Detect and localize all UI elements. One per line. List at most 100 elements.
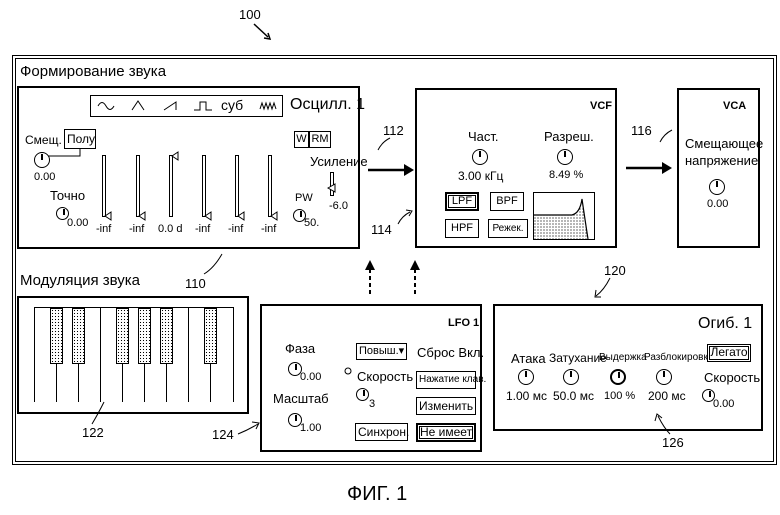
ref-110-leader xyxy=(200,250,240,280)
slider-handle-icon xyxy=(172,152,178,160)
gain-label: Усиление xyxy=(310,155,368,168)
bias-label-2: напряжение xyxy=(685,154,758,167)
ref-124-leader xyxy=(236,418,266,438)
black-key[interactable] xyxy=(160,308,173,364)
vcf-title: VCF xyxy=(590,101,612,112)
ref-120-leader xyxy=(590,276,620,302)
velocity-label: Скорость xyxy=(704,371,760,384)
slider-handle-icon xyxy=(271,212,277,220)
gain-slider-handle xyxy=(326,182,338,194)
black-key[interactable] xyxy=(116,308,129,364)
offset-label: Смещ. xyxy=(25,134,62,146)
vca-title: VCA xyxy=(723,101,746,112)
black-key[interactable] xyxy=(50,308,63,364)
sustain-label: Выдержка xyxy=(599,353,647,363)
triangle-wave-icon xyxy=(132,101,144,110)
phase-label: Фаза xyxy=(285,342,315,355)
sound-modulation-title: Модуляция звука xyxy=(20,273,140,288)
speed-knob[interactable] xyxy=(356,388,369,401)
slider-value-3: 0.0 d xyxy=(158,224,182,235)
pw-label: PW xyxy=(295,193,313,204)
attack-label: Атака xyxy=(511,352,546,365)
release-label: Разблокировка xyxy=(644,353,714,363)
vca-panel xyxy=(677,88,760,248)
sync-indicator-icon xyxy=(343,366,353,376)
sound-shaping-title: Формирование звука xyxy=(20,64,166,79)
slider-value-4: -inf xyxy=(195,224,210,235)
square-wave-icon xyxy=(194,102,212,110)
bias-label-1: Смещающее xyxy=(685,137,763,150)
sustain-value: 100 % xyxy=(604,391,635,402)
speed-label: Скорость xyxy=(357,370,413,383)
oscillator-title: Осцилл. 1 xyxy=(290,97,365,113)
reset-label: Сброс Вкл. xyxy=(417,346,484,359)
direction-select[interactable]: Повыш.▾ xyxy=(356,343,407,360)
attack-knob[interactable] xyxy=(518,369,534,385)
ref-124: 124 xyxy=(212,428,234,441)
rm-button[interactable]: RM xyxy=(309,131,331,148)
slider-handle-icon xyxy=(139,212,145,220)
ref-116: 116 xyxy=(631,124,652,137)
ref-126: 126 xyxy=(662,436,684,449)
sine-wave-icon xyxy=(98,103,114,110)
ref-122: 122 xyxy=(82,426,104,439)
modulation-arrows xyxy=(360,258,430,298)
scale-label: Масштаб xyxy=(273,392,329,405)
bias-knob[interactable] xyxy=(709,179,725,195)
release-value: 200 мс xyxy=(648,390,686,402)
black-key[interactable] xyxy=(72,308,85,364)
ref-112: 112 xyxy=(383,124,404,137)
freq-knob[interactable] xyxy=(472,149,488,165)
slider-handles xyxy=(100,150,280,222)
sustain-knob[interactable] xyxy=(610,369,626,385)
ref-122-leader xyxy=(80,398,120,428)
envelope-title: Огиб. 1 xyxy=(698,316,752,332)
figure-caption: ФИГ. 1 xyxy=(347,484,407,504)
freq-label: Част. xyxy=(468,130,499,143)
hpf-button[interactable]: HPF xyxy=(445,219,479,238)
lfo-title: LFO 1 xyxy=(448,318,479,329)
black-key[interactable] xyxy=(138,308,151,364)
slider-handle-icon xyxy=(205,212,211,220)
res-label: Разреш. xyxy=(544,130,594,143)
w-button[interactable]: W xyxy=(294,131,309,148)
change-button[interactable]: Изменить xyxy=(416,397,476,415)
fine-value: 0.00 xyxy=(67,218,88,229)
slider-value-6: -inf xyxy=(261,224,276,235)
fine-label: Точно xyxy=(50,189,85,202)
offset-knob[interactable] xyxy=(34,152,50,168)
sync-button[interactable]: Синхрон. xyxy=(355,423,408,441)
decay-value: 50.0 мс xyxy=(553,390,594,402)
slider-value-1: -inf xyxy=(96,224,111,235)
ref-100-arrow xyxy=(240,20,280,44)
slider-handle-icon xyxy=(238,212,244,220)
attack-value: 1.00 мс xyxy=(506,390,547,402)
legato-button[interactable]: Легато xyxy=(707,344,751,362)
notch-button[interactable]: Режек. xyxy=(488,219,528,238)
decay-knob[interactable] xyxy=(563,369,579,385)
saw-wave-icon xyxy=(164,102,176,110)
res-value: 8.49 % xyxy=(549,170,583,181)
ref-110: 110 xyxy=(185,277,206,290)
keypress-button[interactable]: Нажатие клав. xyxy=(416,371,476,389)
none-button[interactable]: Не имеет xyxy=(416,423,476,442)
scale-value: 1.00 xyxy=(300,423,321,434)
release-knob[interactable] xyxy=(656,369,672,385)
res-knob[interactable] xyxy=(557,149,573,165)
slider-value-5: -inf xyxy=(228,224,243,235)
piano-keyboard[interactable] xyxy=(34,307,234,402)
poly-button[interactable]: Полу xyxy=(64,129,96,149)
velocity-value: 0.00 xyxy=(713,399,734,410)
black-key[interactable] xyxy=(204,308,217,364)
waveform-icons xyxy=(92,97,282,115)
bpf-button[interactable]: BPF xyxy=(490,192,524,211)
lpf-button[interactable]: LPF xyxy=(445,192,479,211)
noise-wave-icon xyxy=(260,103,276,109)
sub-label: суб xyxy=(221,98,243,112)
filter-curve xyxy=(534,193,594,239)
slider-handle-icon xyxy=(105,212,111,220)
offset-value: 0.00 xyxy=(34,172,55,183)
pw-value: 50. xyxy=(304,218,319,229)
freq-value: 3.00 кГц xyxy=(458,170,503,182)
bias-value: 0.00 xyxy=(707,199,728,210)
